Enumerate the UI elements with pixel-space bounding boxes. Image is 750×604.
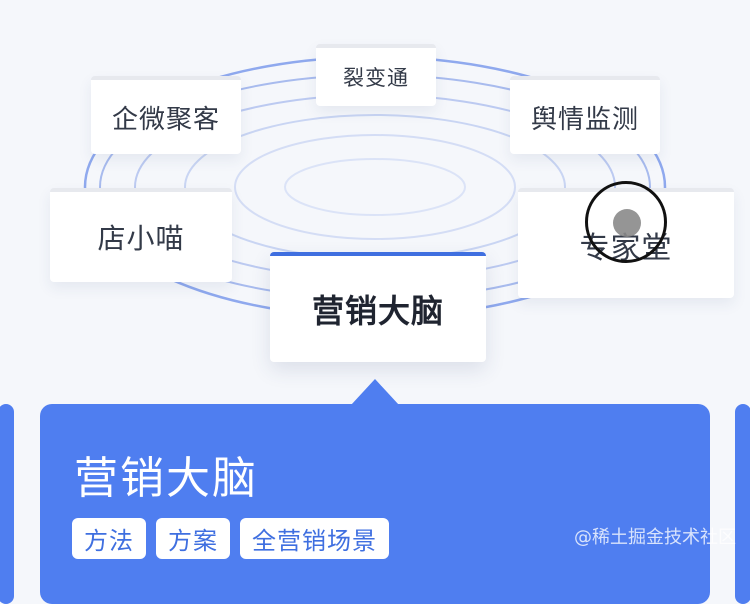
tag-all-scenarios[interactable]: 全营销场景 [240,518,389,559]
active-pointer-arrow [351,379,399,405]
menu-card-dianxiaomiao[interactable]: 店小喵 [50,188,232,282]
menu-card-yuqing-jiance[interactable]: 舆情监测 [510,76,660,154]
panel-title: 营销大脑 [74,453,258,504]
menu-card-label: 企微聚客 [111,104,220,135]
product-carousel: 裂变通 企微聚客 舆情监测 店小喵 专家堂 营销大脑 营销大脑 方法 方案 全营… [0,44,750,604]
menu-card-label: 店小喵 [97,222,185,255]
touch-indicator [585,181,667,263]
menu-card-label: 营销大脑 [311,292,444,330]
tag-list: 方法 方案 全营销场景 [72,518,389,559]
menu-card-label: 舆情监测 [530,104,639,135]
tag-solution[interactable]: 方案 [156,518,230,559]
watermark: @稀土掘金技术社区 [574,527,736,548]
menu-card-label: 裂变通 [343,66,409,90]
touch-dot [613,209,641,237]
next-panel-peek[interactable] [735,404,750,604]
previous-panel-peek[interactable] [0,404,14,604]
tag-method[interactable]: 方法 [72,518,146,559]
menu-card-liebiantong[interactable]: 裂变通 [316,44,436,106]
detail-panel: 营销大脑 方法 方案 全营销场景 [40,404,710,604]
menu-card-yingxiao-danao[interactable]: 营销大脑 [270,252,486,362]
menu-card-qiwei-juke[interactable]: 企微聚客 [91,76,241,154]
